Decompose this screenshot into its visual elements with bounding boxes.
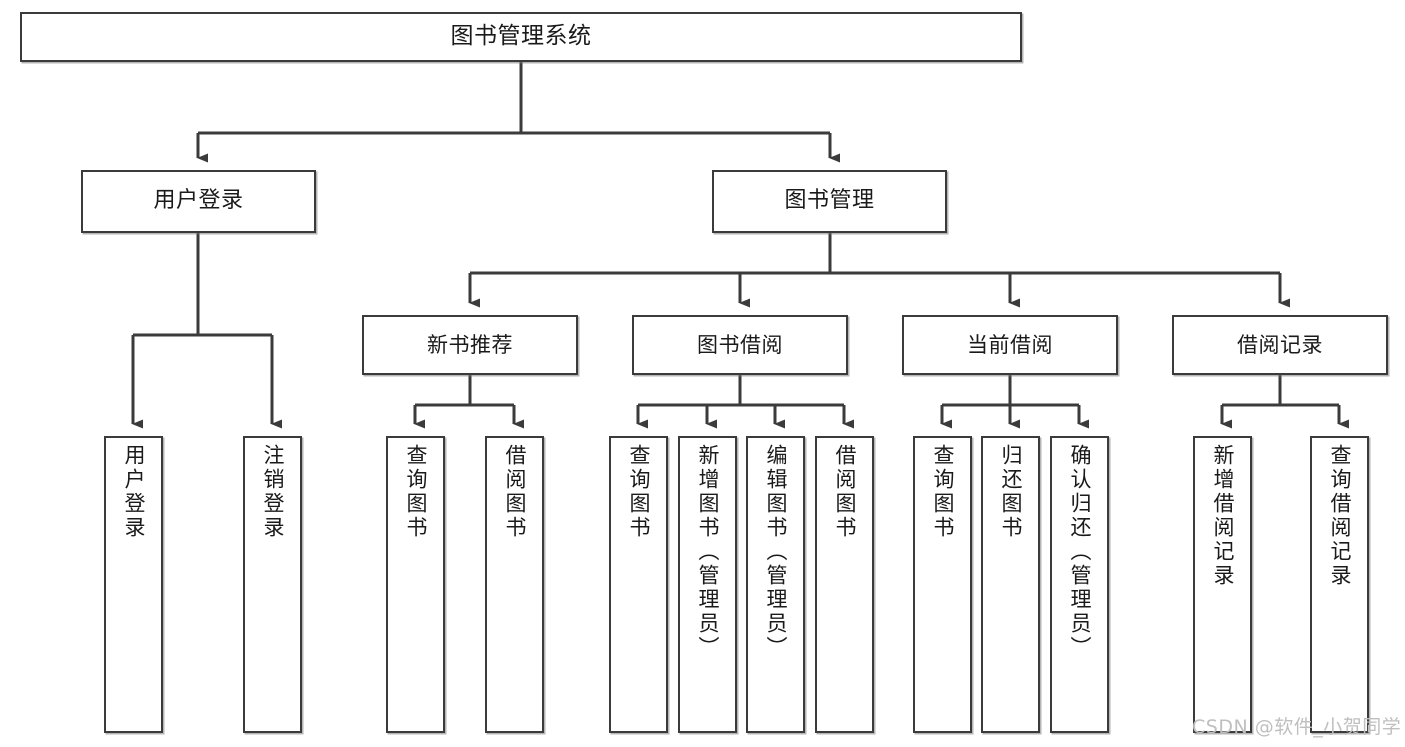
node-user-login-label: 用户登录 <box>153 188 244 214</box>
node-book-manage[interactable]: 图书管理 <box>712 170 947 233</box>
node-leaf-query-book-3-label: 查询图书 <box>931 444 955 540</box>
node-leaf-return-book[interactable]: 归还图书 <box>981 436 1040 733</box>
node-current-borrow-label: 当前借阅 <box>967 332 1053 357</box>
node-leaf-borrow-book-2-label: 借阅图书 <box>833 444 857 540</box>
node-leaf-add-book-label: 新增图书（管理员） <box>696 444 720 660</box>
node-leaf-user-login[interactable]: 用户登录 <box>104 436 163 733</box>
node-leaf-add-book[interactable]: 新增图书（管理员） <box>678 436 737 733</box>
node-leaf-confirm-return[interactable]: 确认归还（管理员） <box>1050 436 1109 733</box>
node-leaf-edit-book[interactable]: 编辑图书（管理员） <box>746 436 805 733</box>
node-book-borrow-label: 图书借阅 <box>697 332 783 357</box>
node-current-borrow[interactable]: 当前借阅 <box>902 315 1118 375</box>
node-leaf-edit-book-label: 编辑图书（管理员） <box>764 444 788 660</box>
node-leaf-query-book-2[interactable]: 查询图书 <box>609 436 668 733</box>
node-new-book-rec[interactable]: 新书推荐 <box>362 315 578 375</box>
watermark: CSDN @软件_小贺同学 <box>1192 716 1402 738</box>
node-leaf-query-record[interactable]: 查询借阅记录 <box>1310 436 1369 733</box>
node-leaf-borrow-book-2[interactable]: 借阅图书 <box>815 436 874 733</box>
node-leaf-borrow-book-1[interactable]: 借阅图书 <box>485 436 544 733</box>
node-root[interactable]: 图书管理系统 <box>20 12 1022 62</box>
node-user-login[interactable]: 用户登录 <box>81 170 316 233</box>
node-borrow-record[interactable]: 借阅记录 <box>1172 315 1388 375</box>
node-borrow-record-label: 借阅记录 <box>1237 332 1323 357</box>
node-leaf-query-book-1[interactable]: 查询图书 <box>386 436 445 733</box>
node-leaf-query-book-3[interactable]: 查询图书 <box>913 436 972 733</box>
node-book-borrow[interactable]: 图书借阅 <box>632 315 848 375</box>
node-leaf-user-logout-label: 注销登录 <box>261 444 285 540</box>
node-leaf-add-record-label: 新增借阅记录 <box>1211 444 1235 588</box>
node-book-manage-label: 图书管理 <box>784 188 875 214</box>
node-root-label: 图书管理系统 <box>450 23 592 50</box>
node-leaf-confirm-return-label: 确认归还（管理员） <box>1068 444 1092 660</box>
node-leaf-borrow-book-1-label: 借阅图书 <box>503 444 527 540</box>
node-new-book-rec-label: 新书推荐 <box>427 332 513 357</box>
node-leaf-user-logout[interactable]: 注销登录 <box>243 436 302 733</box>
node-leaf-query-record-label: 查询借阅记录 <box>1328 444 1352 588</box>
node-leaf-query-book-1-label: 查询图书 <box>404 444 428 540</box>
node-leaf-add-record[interactable]: 新增借阅记录 <box>1193 436 1252 733</box>
node-leaf-return-book-label: 归还图书 <box>999 444 1023 540</box>
node-leaf-user-login-label: 用户登录 <box>122 444 146 540</box>
node-leaf-query-book-2-label: 查询图书 <box>627 444 651 540</box>
